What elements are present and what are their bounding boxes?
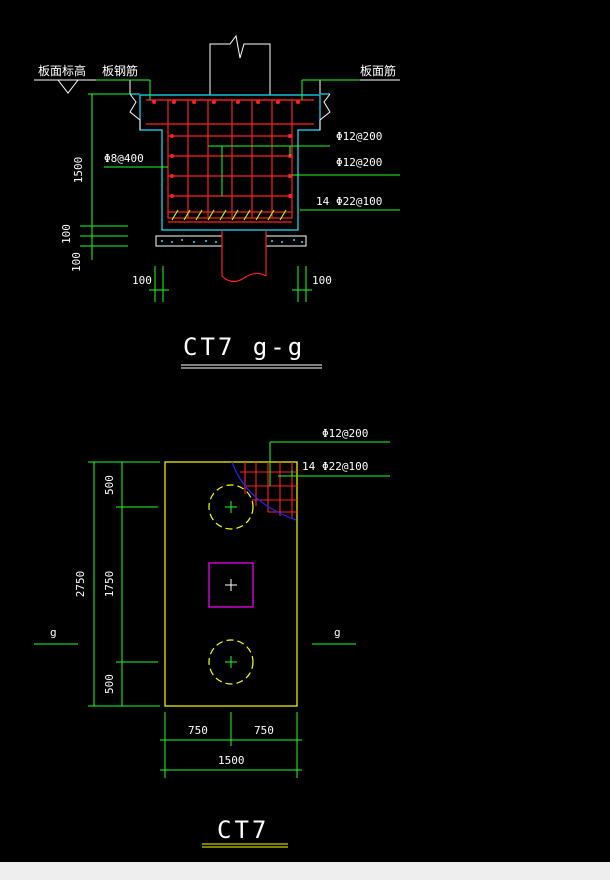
cushion-layer — [155, 235, 307, 247]
section-mark-left: g — [50, 626, 57, 639]
plan-rebar-label-2: Φ22@100 — [322, 460, 368, 473]
elevation-marker-icon — [57, 79, 79, 94]
pile-plan-top — [208, 484, 254, 530]
dim-top: 500 — [103, 475, 116, 495]
dim-cushion-1: 100 — [60, 224, 73, 244]
plan-rebar-detail — [240, 462, 297, 518]
rebar-bottom-count: 14 — [316, 195, 330, 208]
column-plan — [208, 562, 254, 608]
plan-cap-outline — [164, 461, 298, 707]
dim-right-100: 100 — [312, 274, 332, 287]
plan-dimensions — [34, 461, 356, 778]
slab-outline — [34, 79, 400, 94]
dim-total-height: 2750 — [74, 571, 87, 598]
dim-right-width: 750 — [254, 724, 274, 737]
pile-cap-outline — [130, 93, 330, 231]
dim-total-width: 1500 — [218, 754, 245, 767]
slab-break-marks — [129, 93, 331, 130]
pile-plan-bottom — [208, 639, 254, 685]
plan-view: Φ12@200 14 Φ22@100 2750 500 1750 500 750… — [34, 427, 390, 848]
rebar-dots — [152, 100, 300, 198]
leader-lines — [96, 79, 400, 211]
section-view: 板面标高 板钢筋 板面筋 Φ8@400 Φ12@200 Φ12@200 14 Φ… — [34, 34, 400, 369]
dim-middle: 1750 — [103, 571, 116, 598]
footer-strip — [0, 862, 610, 880]
rebar-top-label-2: Φ12@200 — [336, 156, 382, 169]
rebar-top-label-1: Φ12@200 — [336, 130, 382, 143]
rebar-bottom-label: Φ22@100 — [336, 195, 382, 208]
plan-rebar-label-1: Φ12@200 — [322, 427, 368, 440]
section-title: CT7 g-g — [183, 333, 305, 361]
section-mark-right: g — [334, 626, 341, 639]
label-slab-elevation: 板面标高 — [38, 63, 86, 78]
rebar-cage — [146, 99, 314, 223]
plan-leaders — [269, 441, 390, 486]
plan-break-line — [231, 461, 297, 521]
dim-depth: 1500 — [72, 157, 85, 184]
label-slab-top-rebar: 板面筋 — [360, 63, 396, 78]
bottom-bar-hatch — [171, 209, 287, 221]
label-slab-rebar: 板钢筋 — [102, 63, 138, 78]
dim-cushion-2: 100 — [70, 252, 83, 272]
column-break-line — [209, 34, 271, 60]
section-dimensions — [80, 93, 312, 302]
dim-left-width: 750 — [188, 724, 208, 737]
cad-drawing: 板面标高 板钢筋 板面筋 Φ8@400 Φ12@200 Φ12@200 14 Φ… — [34, 34, 400, 848]
pile — [221, 230, 267, 283]
dim-left-100: 100 — [132, 274, 152, 287]
plan-title: CT7 — [217, 816, 269, 844]
rebar-side-label: Φ8@400 — [104, 152, 144, 165]
dim-bottom: 500 — [103, 674, 116, 694]
plan-rebar-count: 14 — [302, 460, 316, 473]
